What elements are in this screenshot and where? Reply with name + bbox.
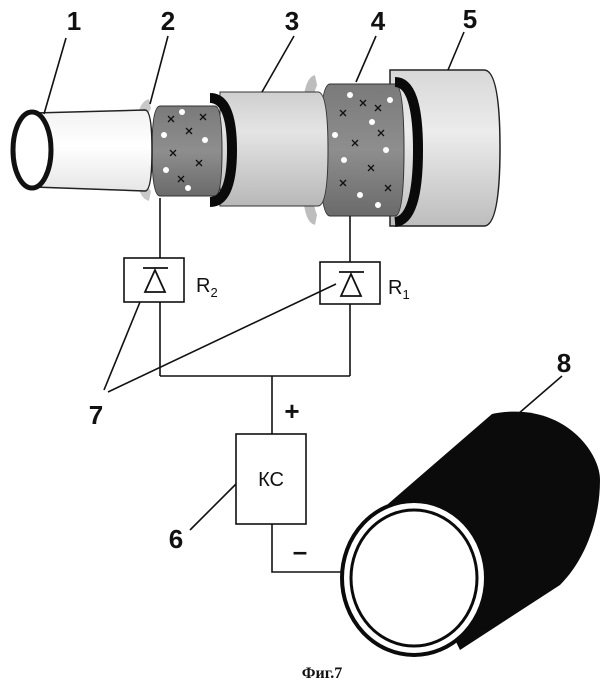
resistor-r1-label: R1 [388, 277, 410, 302]
label-4: 4 [371, 6, 386, 36]
minus-sign: – [293, 536, 307, 566]
label-6: 6 [169, 524, 183, 554]
label-8: 8 [557, 348, 571, 378]
label-3: 3 [285, 6, 299, 36]
label-5: 5 [463, 4, 477, 34]
resistor-r2-label: R2 [196, 275, 218, 300]
diode-box-r2 [124, 258, 184, 302]
large-pipe-8 [342, 412, 600, 655]
figure-caption: Фиг.7 [302, 665, 342, 682]
plus-sign: + [284, 396, 299, 426]
label-1: 1 [67, 6, 81, 36]
label-2: 2 [161, 6, 175, 36]
diode-box-r1 [320, 262, 380, 304]
ks-station-label: КС [258, 469, 284, 491]
label-7: 7 [89, 400, 103, 430]
inner-pipe-1 [13, 110, 152, 191]
porous-layer-2 [140, 98, 232, 202]
